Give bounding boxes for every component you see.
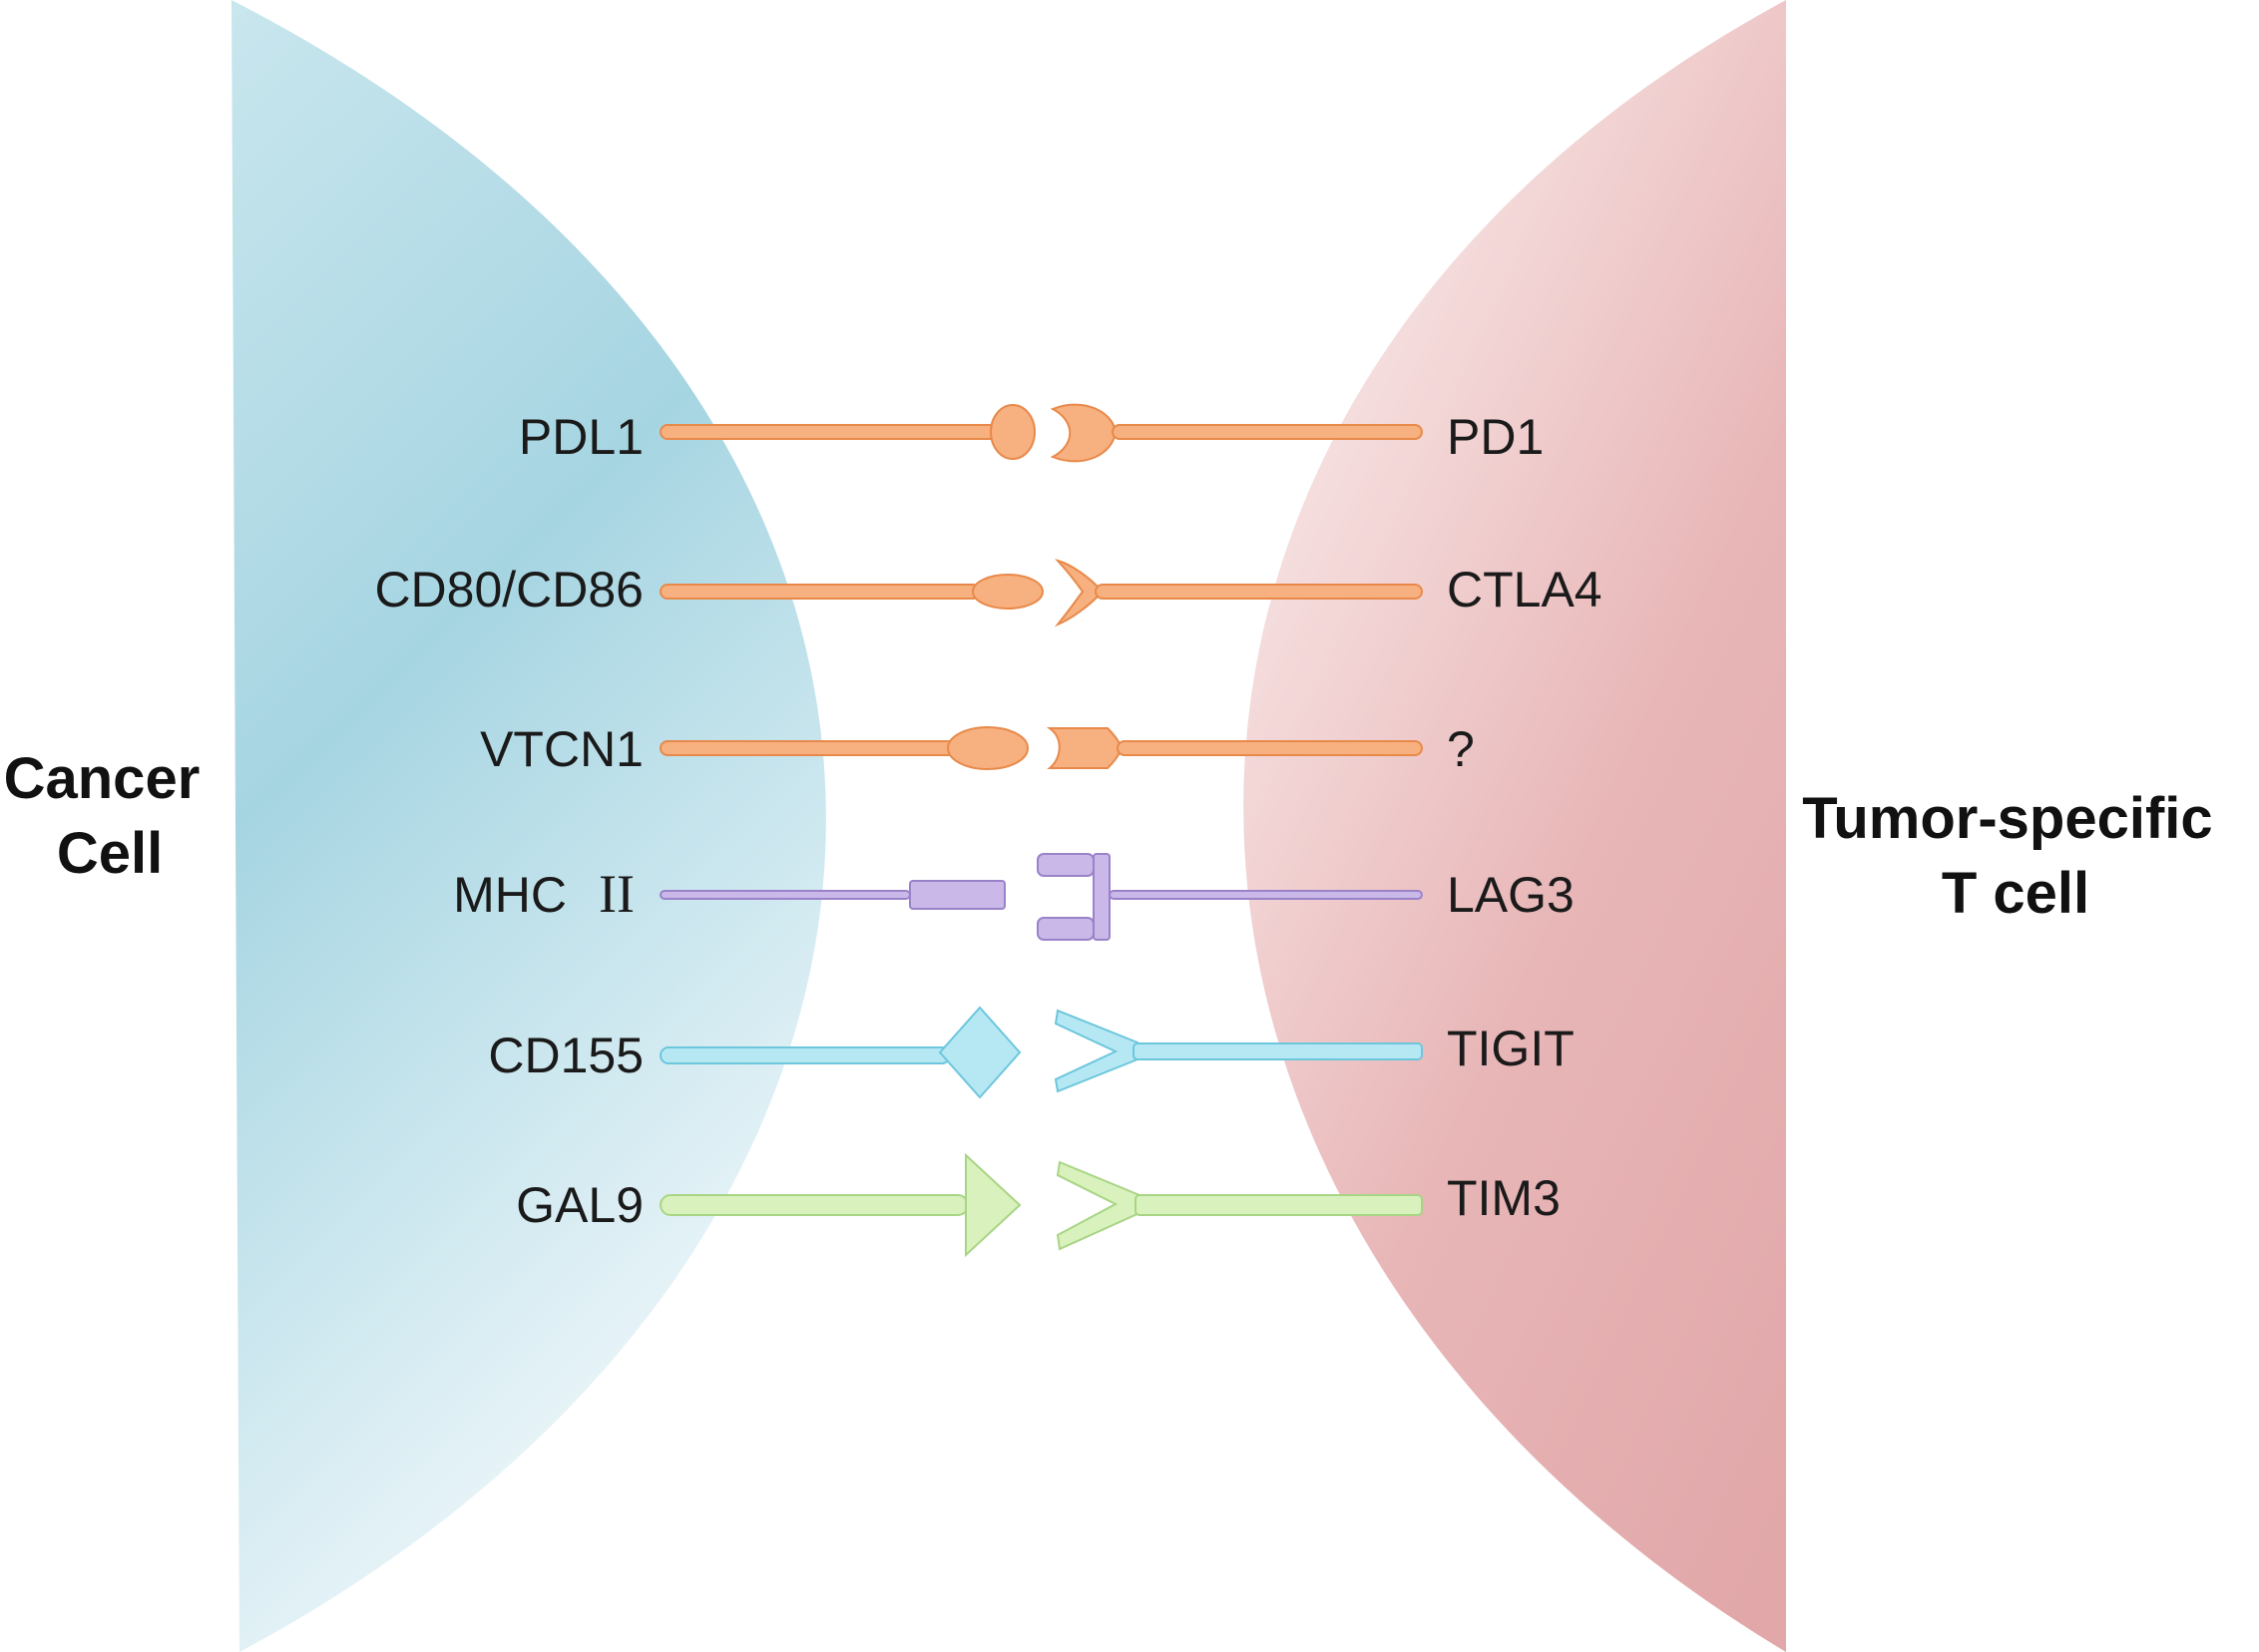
cd155-stem [660,1046,951,1064]
t-cell-shape [1243,0,1786,1652]
receptor-label-pd1: PD1 [1447,409,1544,465]
cd155-head [938,1006,1022,1099]
receptor-label-tim3: TIM3 [1447,1170,1561,1226]
ligand-label-pdl1: PDL1 [519,409,644,465]
receptor-label-tigit: TIGIT [1447,1021,1575,1076]
pair-cd155-tigit: CD155 TIGIT [488,1006,1575,1099]
cd80-stem [660,584,981,600]
lag3-bar [1093,853,1111,941]
lag3-arm-top [1037,853,1095,877]
tim3-head [1056,1160,1140,1251]
receptor-label-unknown: ? [1447,721,1475,777]
pair-pdl1-pd1: PDL1 PD1 [519,403,1544,465]
ligand-label-vtcn1: VTCN1 [480,721,644,777]
receptor-label-lag3: LAG3 [1447,867,1575,923]
pair-cd80-ctla4: CD80/CD86 CTLA4 [374,559,1602,627]
tigit-head [1054,1009,1138,1093]
mhcii-stem [660,890,911,900]
gal9-head [965,1152,1022,1258]
cancer-cell-label: Cancer Cell [4,746,217,886]
t-cell-label-line1: Tumor-specific [1802,786,2212,851]
vtcn1-head [947,726,1029,770]
t-cell-label: Tumor-specific T cell [1802,786,2229,926]
ctla4-stem [1095,584,1423,600]
pd1-stem [1112,424,1423,440]
mhcii-head [909,880,1006,910]
cancer-cell-label-line1: Cancer [4,746,201,811]
ligand-label-mhc: MHC [453,867,567,923]
ligand-label-gal9: GAL9 [516,1177,644,1233]
ligand-label-cd155: CD155 [488,1028,644,1083]
tim3-stem [1134,1194,1423,1216]
receptor-label-ctla4: CTLA4 [1447,562,1602,618]
pdl1-head [990,404,1036,460]
pair-mhcii-lag3: MHC II LAG3 [453,853,1575,941]
cancer-cell-shape [231,0,826,1652]
t-cell-label-line2: T cell [1942,861,2089,926]
cancer-cell-label-line2: Cell [57,821,163,886]
lag3-arm-bottom [1037,917,1095,941]
pair-vtcn1-unknown: VTCN1 ? [480,721,1475,777]
cd80-head [972,574,1044,610]
pdl1-stem [660,424,1016,440]
pair-gal9-tim3: GAL9 TIM3 [516,1152,1561,1258]
ligand-label-mhc-numeral: II [599,864,635,924]
gal9-stem [660,1194,969,1216]
tigit-stem [1132,1042,1423,1060]
ligand-label-cd80-cd86: CD80/CD86 [374,562,644,618]
unknown-receptor-head [1046,727,1124,769]
unknown-receptor-stem [1117,740,1423,756]
lag3-stem [1109,890,1423,900]
vtcn1-stem [660,740,961,756]
ctla4-head [1054,559,1099,627]
pd1-head [1050,403,1118,463]
